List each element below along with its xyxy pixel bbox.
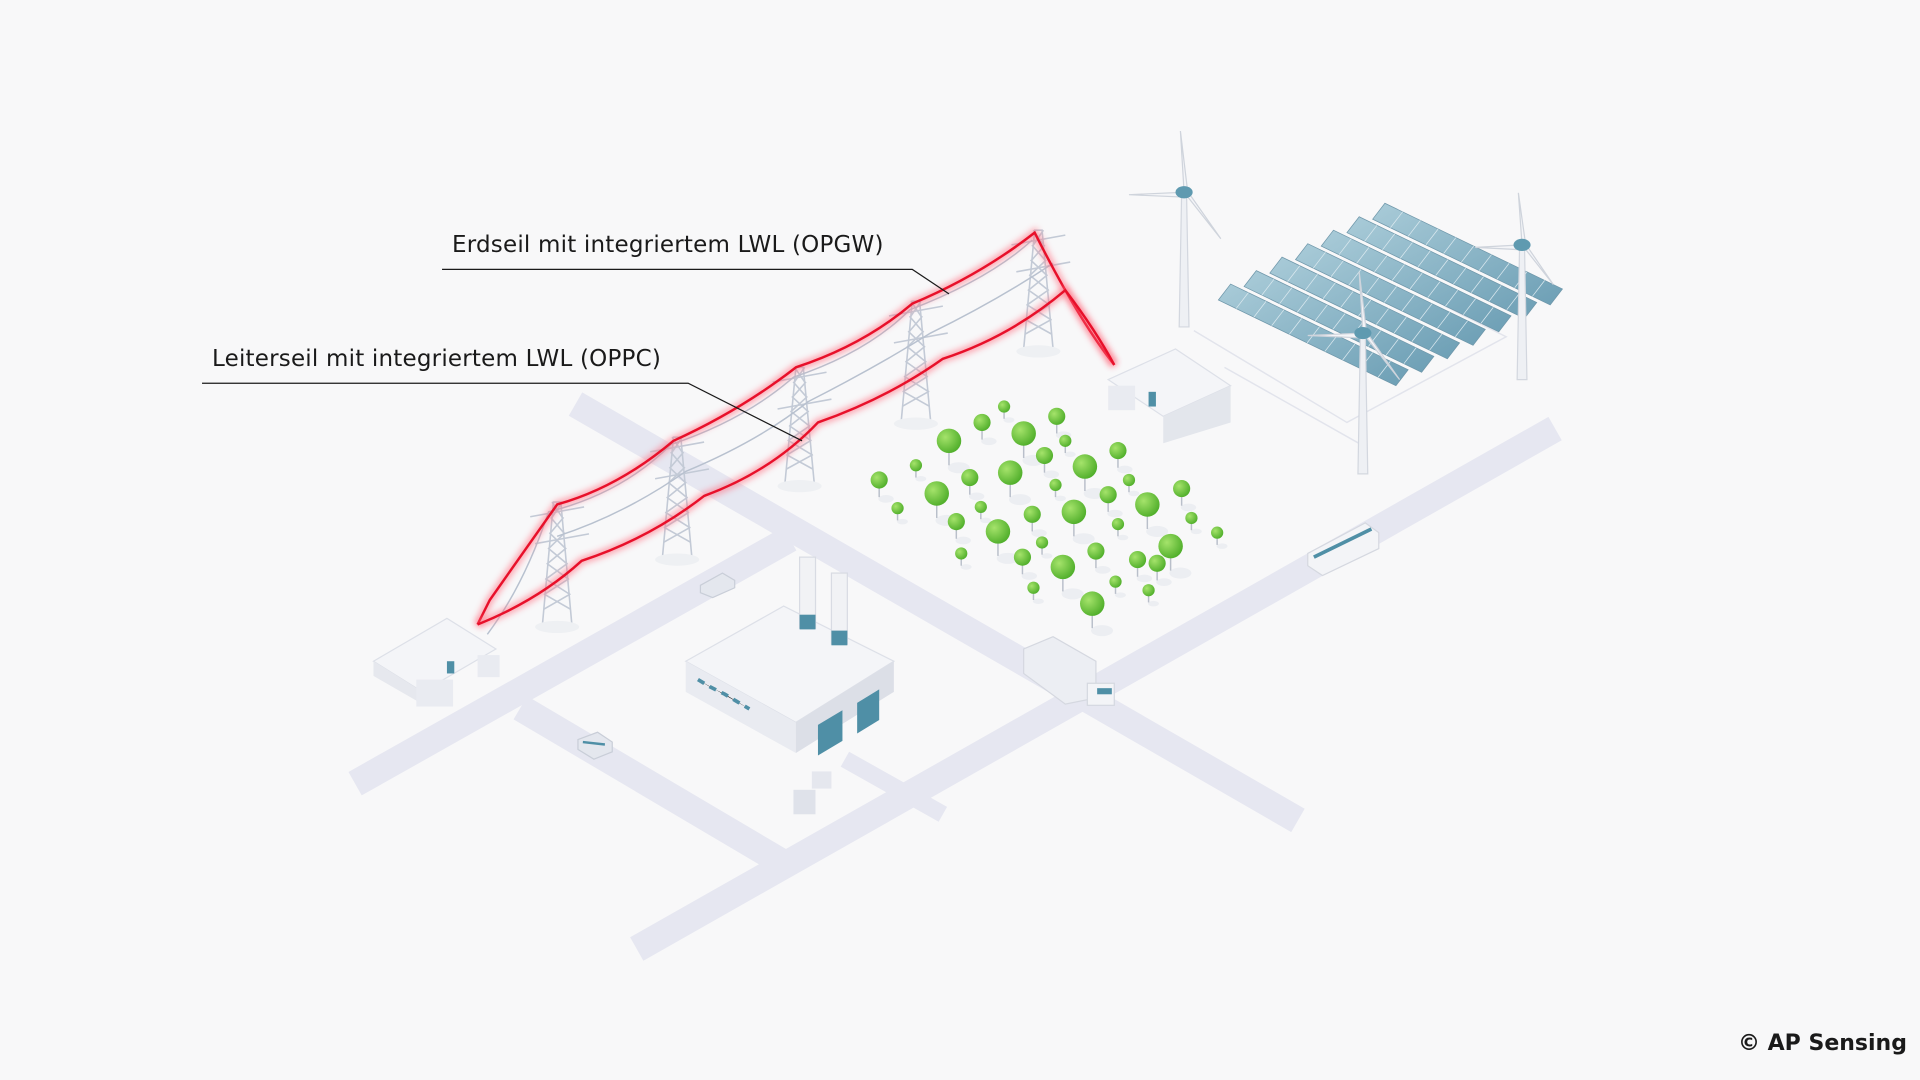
tree bbox=[1122, 473, 1140, 497]
tree bbox=[1142, 584, 1159, 607]
tree bbox=[1049, 478, 1066, 502]
power-lines bbox=[474, 227, 1118, 635]
tree bbox=[1111, 517, 1129, 541]
opgw-leader-line bbox=[442, 268, 950, 295]
tree bbox=[985, 519, 1019, 564]
label-leader-lines bbox=[202, 268, 950, 442]
tree bbox=[909, 459, 927, 482]
tree bbox=[1173, 480, 1197, 512]
tree bbox=[1059, 434, 1076, 458]
vehicles bbox=[577, 522, 1380, 760]
wind-turbines bbox=[1128, 130, 1554, 475]
copyright-notice: © AP Sensing bbox=[1738, 1031, 1907, 1056]
tree bbox=[891, 502, 908, 525]
tree bbox=[1128, 551, 1153, 583]
wind-turbine bbox=[1475, 192, 1554, 381]
solar-panel-row bbox=[1346, 216, 1538, 319]
tree bbox=[936, 428, 970, 474]
substations bbox=[372, 348, 1232, 707]
road-factory bbox=[840, 751, 948, 822]
opgw-fiber-line bbox=[474, 227, 1118, 627]
tree bbox=[1158, 533, 1192, 579]
tree bbox=[955, 547, 972, 570]
tree bbox=[1099, 486, 1123, 518]
tree bbox=[1087, 542, 1111, 574]
tree bbox=[997, 400, 1015, 423]
solar-farm bbox=[1217, 202, 1564, 387]
tree bbox=[1048, 407, 1072, 440]
solar-panel-row bbox=[1294, 243, 1486, 346]
tree bbox=[1061, 499, 1095, 545]
tree bbox=[1211, 526, 1228, 549]
solar-panel-row bbox=[1320, 229, 1512, 333]
tree bbox=[1050, 554, 1084, 600]
road-cross bbox=[513, 696, 791, 875]
tree bbox=[1027, 581, 1044, 604]
solar-grid-lines bbox=[1193, 305, 1508, 448]
transmission-tower bbox=[1011, 229, 1071, 358]
factory bbox=[684, 556, 896, 815]
wind-turbine bbox=[1128, 130, 1222, 328]
tree bbox=[1023, 505, 1047, 537]
tree bbox=[973, 413, 997, 446]
oppc-label: Leiterseil mit integriertem LWL (OPPC) bbox=[212, 346, 662, 372]
transmission-tower bbox=[530, 501, 590, 634]
tree bbox=[1148, 554, 1172, 586]
tree bbox=[961, 468, 985, 501]
tree bbox=[1135, 492, 1169, 537]
tree bbox=[1035, 536, 1053, 559]
tree bbox=[1013, 548, 1038, 580]
car bbox=[699, 572, 736, 599]
opgw-label: Erdseil mit integriertem LWL (OPGW) bbox=[452, 232, 884, 258]
tree bbox=[1080, 591, 1114, 637]
road-main-diagonal bbox=[568, 392, 1305, 833]
roads bbox=[348, 392, 1562, 961]
solar-panel-row bbox=[1269, 256, 1461, 360]
oppc-leader-line bbox=[202, 382, 803, 442]
tree bbox=[1185, 511, 1202, 535]
tree-grove bbox=[870, 400, 1228, 637]
tree bbox=[1109, 575, 1126, 598]
oppc-fiber-line bbox=[476, 284, 1118, 628]
solar-panel-row bbox=[1372, 202, 1564, 306]
tree bbox=[870, 471, 894, 503]
tree bbox=[1035, 446, 1060, 479]
tree bbox=[1109, 442, 1133, 474]
tree bbox=[974, 500, 992, 524]
bus bbox=[1307, 522, 1380, 577]
van bbox=[577, 731, 613, 760]
truck bbox=[1023, 636, 1115, 706]
tree bbox=[947, 513, 971, 545]
tree bbox=[997, 460, 1032, 506]
wind-turbine bbox=[1307, 271, 1401, 475]
